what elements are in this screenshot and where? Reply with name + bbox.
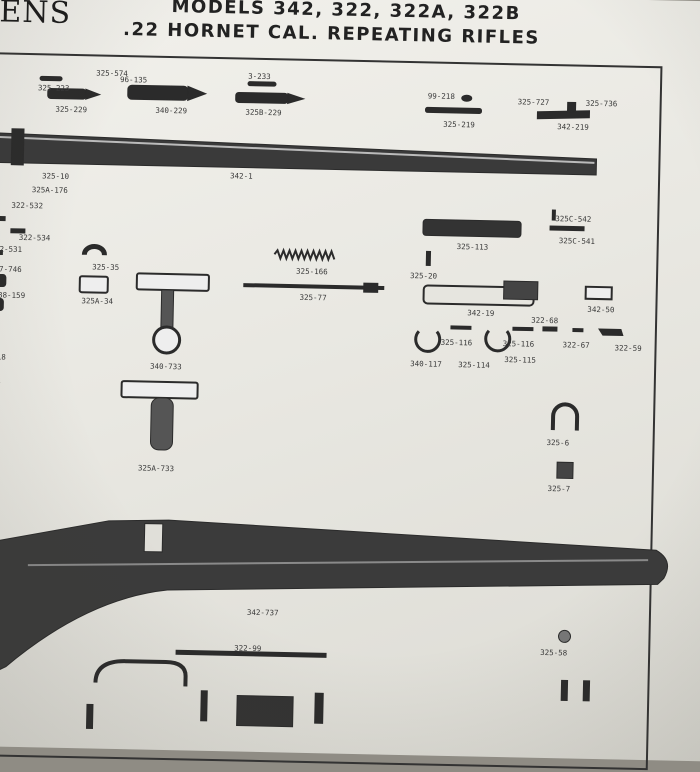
part-drawing-barrel-342-1	[0, 128, 598, 176]
part-drawing-row-pins	[450, 325, 624, 337]
part-label: 325-7	[547, 483, 571, 494]
part-label: 322-99	[234, 643, 262, 654]
part-drawing-325a-733	[120, 380, 199, 451]
part-label: 322-532	[11, 200, 44, 211]
part-drawing-325-35	[81, 243, 107, 256]
part-label: 340-229	[155, 105, 188, 116]
part-drawing-325-114-ring	[484, 329, 512, 353]
part-drawing-325-229	[47, 88, 102, 100]
part-label: 342-1	[229, 171, 253, 181]
part-drawing-325-223	[39, 75, 63, 82]
part-label: 322-59	[614, 343, 642, 353]
part-label: 325-166	[296, 266, 328, 277]
part-label: 325-10	[41, 171, 70, 181]
part-drawing-325-77-pin	[243, 282, 385, 293]
part-drawing-342-219	[536, 101, 591, 120]
part-label: 325-115	[504, 355, 536, 365]
part-label: 325-35	[92, 262, 120, 272]
part-label: 325-58	[540, 647, 568, 658]
part-drawing-342-19	[422, 280, 539, 307]
part-label: 325-113	[456, 242, 489, 252]
part-drawing-325-166-spring	[273, 247, 336, 263]
part-label: 342-50	[587, 304, 615, 315]
part-label: 96-135	[119, 74, 148, 85]
part-drawing-99-218	[461, 94, 473, 102]
part-label: 325A-176	[31, 185, 68, 195]
part-label: 340-117	[410, 359, 442, 369]
part-label: 322-68	[531, 315, 559, 326]
part-label: 99-218	[427, 91, 455, 101]
part-label: 342-737	[246, 607, 279, 618]
part-drawing-342-50	[584, 285, 613, 301]
part-label: 325-219	[443, 119, 475, 130]
part-drawing-325-20	[425, 250, 432, 267]
part-label: 325-116	[502, 339, 535, 349]
part-drawing-322-99	[93, 649, 327, 687]
part-drawing-340-733	[135, 272, 210, 355]
part-label: 347-746	[0, 264, 22, 274]
part-drawing-340-117-ring	[414, 330, 442, 353]
part-drawing-325-113	[422, 218, 522, 238]
part-drawing-325-58	[558, 629, 572, 643]
part-drawing-340-229	[127, 84, 208, 102]
part-label: 342-19	[467, 308, 495, 318]
part-label: 325-727	[517, 97, 550, 107]
part-label: 322-67	[562, 340, 590, 350]
part-label: 325-116	[440, 337, 473, 348]
part-label: 325-114	[458, 360, 490, 370]
part-drawing-3-233	[247, 81, 277, 87]
part-label: 318	[0, 352, 6, 362]
part-label: 342-219	[557, 122, 589, 132]
part-drawing-325a-34	[78, 275, 109, 294]
part-label: 325-77	[299, 292, 327, 303]
part-drawing-325-7	[556, 461, 574, 480]
part-label: 325-736	[585, 98, 618, 109]
part-drawing-bottom-screws	[85, 679, 591, 730]
part-drawing-325c-542	[549, 209, 585, 232]
part-label: 325-20	[409, 271, 438, 281]
part-drawing-stock-342-737	[0, 519, 669, 687]
part-drawing-left-smalls	[0, 215, 26, 311]
part-label: 325B-229	[245, 107, 282, 118]
part-label: 325-223	[37, 83, 70, 93]
part-drawing-325-6	[550, 402, 580, 431]
part-drawing-325-219	[424, 106, 483, 114]
part-label: 325A-34	[81, 296, 114, 306]
part-label: 325C-541	[558, 236, 596, 246]
part-label: 3-233	[248, 71, 271, 82]
part-label: 325C-542	[555, 214, 592, 224]
part-label: 325-6	[546, 437, 570, 448]
part-label: 322-534	[18, 232, 51, 243]
part-label: 325A-733	[137, 463, 175, 474]
part-label: 340-733	[149, 361, 182, 372]
part-label: 322-531	[0, 244, 23, 254]
part-label: 238-159	[0, 290, 26, 301]
part-drawing-325b-229	[235, 91, 306, 105]
part-label: 325-229	[55, 104, 88, 115]
